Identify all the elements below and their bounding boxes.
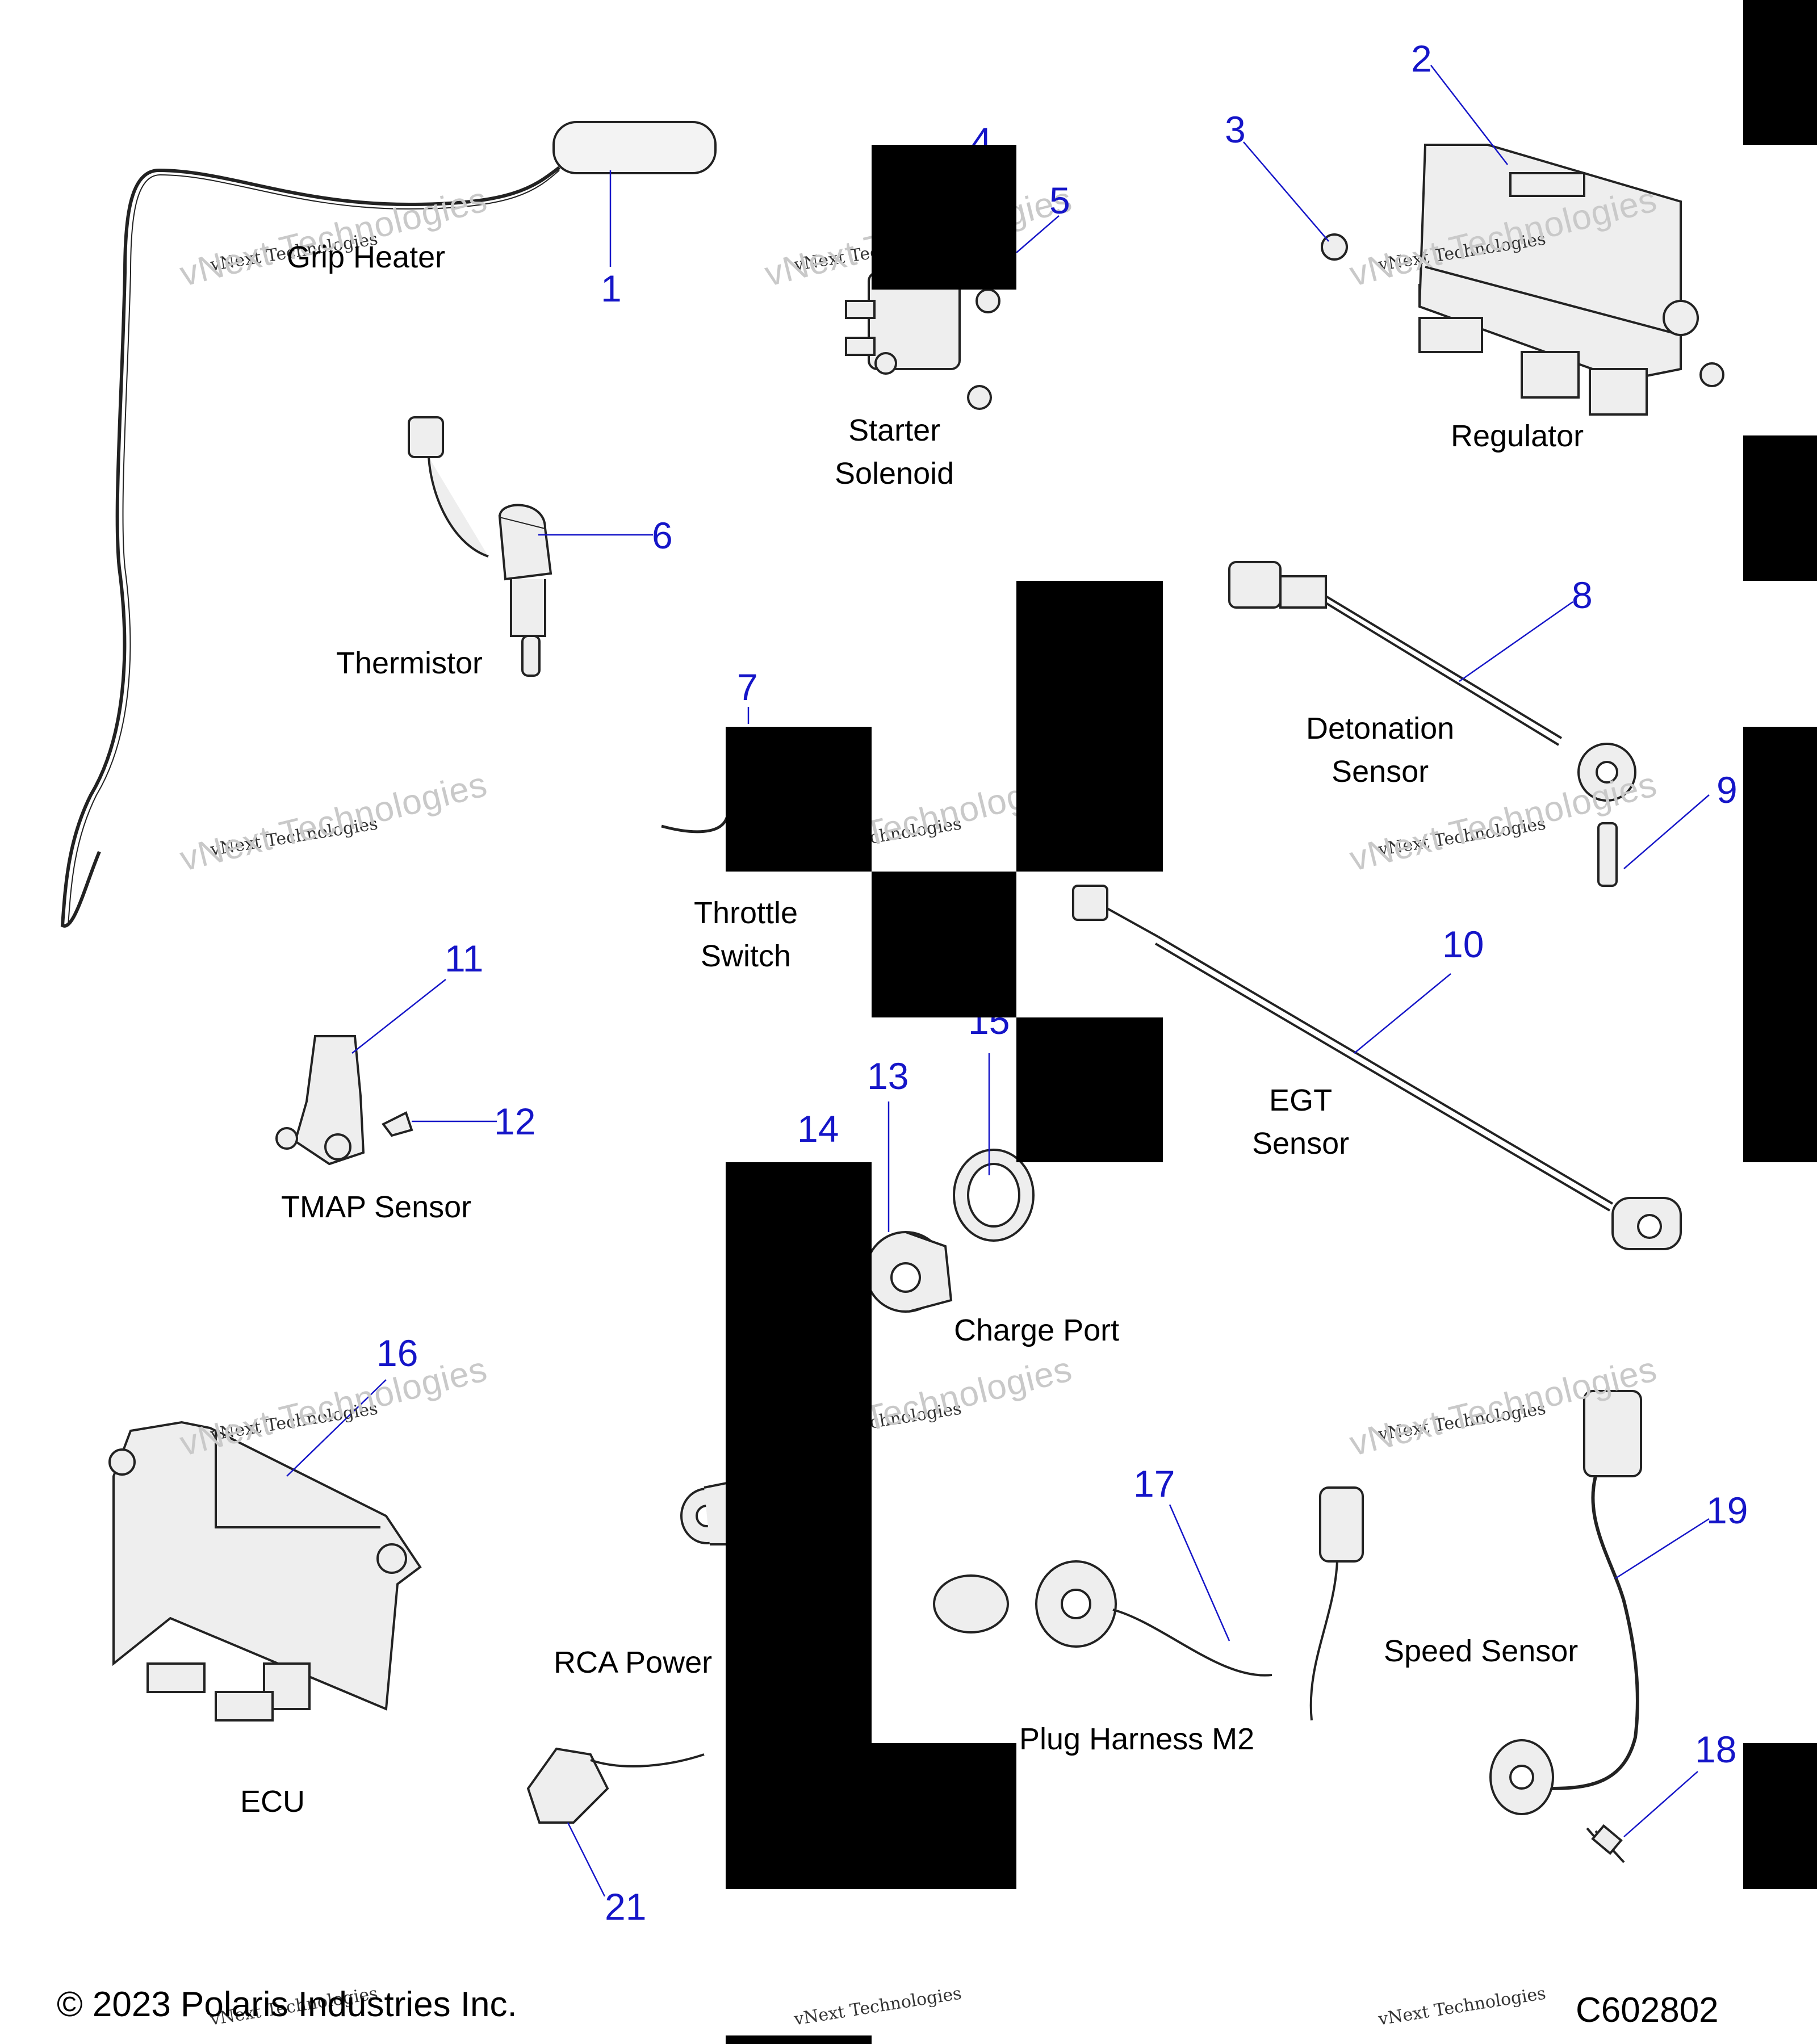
starter-solenoid-drawing [845, 271, 1000, 410]
redaction-block [1743, 727, 1817, 1162]
callout-6: 6 [652, 514, 673, 556]
callout-5: 5 [1049, 179, 1070, 221]
redaction-block [726, 2035, 872, 2044]
callout-12: 12 [494, 1100, 536, 1142]
callout-21: 21 [605, 1886, 647, 1928]
label-grip-heater: Grip Heater [287, 240, 446, 274]
callout-19: 19 [1706, 1489, 1748, 1531]
callout-10: 10 [1442, 923, 1484, 965]
redaction-block [872, 145, 1016, 290]
label-detonation-sensor: Detonation Sensor [1306, 711, 1455, 789]
redaction-block [1743, 1743, 1817, 1889]
callout-11: 11 [445, 937, 484, 979]
callout-17: 17 [1133, 1463, 1175, 1505]
label-regulator: Regulator [1451, 419, 1584, 453]
plug-harness-drawing [933, 1486, 1364, 1721]
callout-1: 1 [601, 267, 622, 309]
callout-18: 18 [1695, 1728, 1737, 1770]
redaction-block [1743, 435, 1817, 581]
throttle-switch-drawing [661, 817, 729, 833]
redaction-block [1016, 581, 1163, 872]
callout-14: 14 [797, 1108, 839, 1150]
label-tmap-sensor: TMAP Sensor [281, 1190, 472, 1224]
callout-9: 9 [1716, 769, 1738, 811]
redaction-block [872, 1743, 1016, 1889]
callout-13: 13 [867, 1055, 909, 1097]
egt-sensor-drawing [1072, 885, 1682, 1250]
grip-heater-drawing [60, 121, 717, 928]
redaction-block [726, 1162, 872, 1889]
label-egt-sensor: EGT Sensor [1252, 1083, 1350, 1161]
label-starter-solenoid: Starter Solenoid [835, 413, 954, 491]
redaction-block [872, 872, 1016, 1017]
callout-2: 2 [1411, 37, 1432, 79]
callout-7: 7 [737, 666, 758, 708]
ecu-drawing [108, 1421, 422, 1722]
speed-sensor-drawing [1489, 1390, 1642, 1863]
detonation-sensor-drawing [1228, 561, 1636, 887]
callout-8: 8 [1572, 574, 1593, 616]
tmap-sensor-drawing [275, 1035, 413, 1166]
connector-21-drawing [526, 1747, 705, 1824]
label-speed-sensor: Speed Sensor [1384, 1634, 1579, 1668]
callout-16: 16 [376, 1332, 418, 1374]
label-rca-power: RCA Power [554, 1645, 713, 1679]
redaction-block [726, 727, 872, 872]
leader-lines [286, 65, 1710, 1897]
copyright-text: © 2023 Polaris Industries Inc. [57, 1985, 517, 2024]
label-charge-port: Charge Port [954, 1313, 1120, 1347]
figure-code: C602802 [1576, 1991, 1719, 2030]
charge-port-drawing [865, 1149, 1035, 1313]
label-thermistor: Thermistor [336, 646, 483, 680]
thermistor-drawing [408, 416, 552, 677]
label-plug-harness-m2: Plug Harness M2 [1019, 1722, 1255, 1756]
label-ecu: ECU [240, 1785, 305, 1819]
redaction-block [1016, 1017, 1163, 1162]
regulator-drawing [1321, 144, 1724, 416]
redaction-block [1743, 0, 1817, 145]
label-throttle-switch: Throttle Switch [694, 896, 798, 973]
callout-3: 3 [1225, 108, 1246, 150]
